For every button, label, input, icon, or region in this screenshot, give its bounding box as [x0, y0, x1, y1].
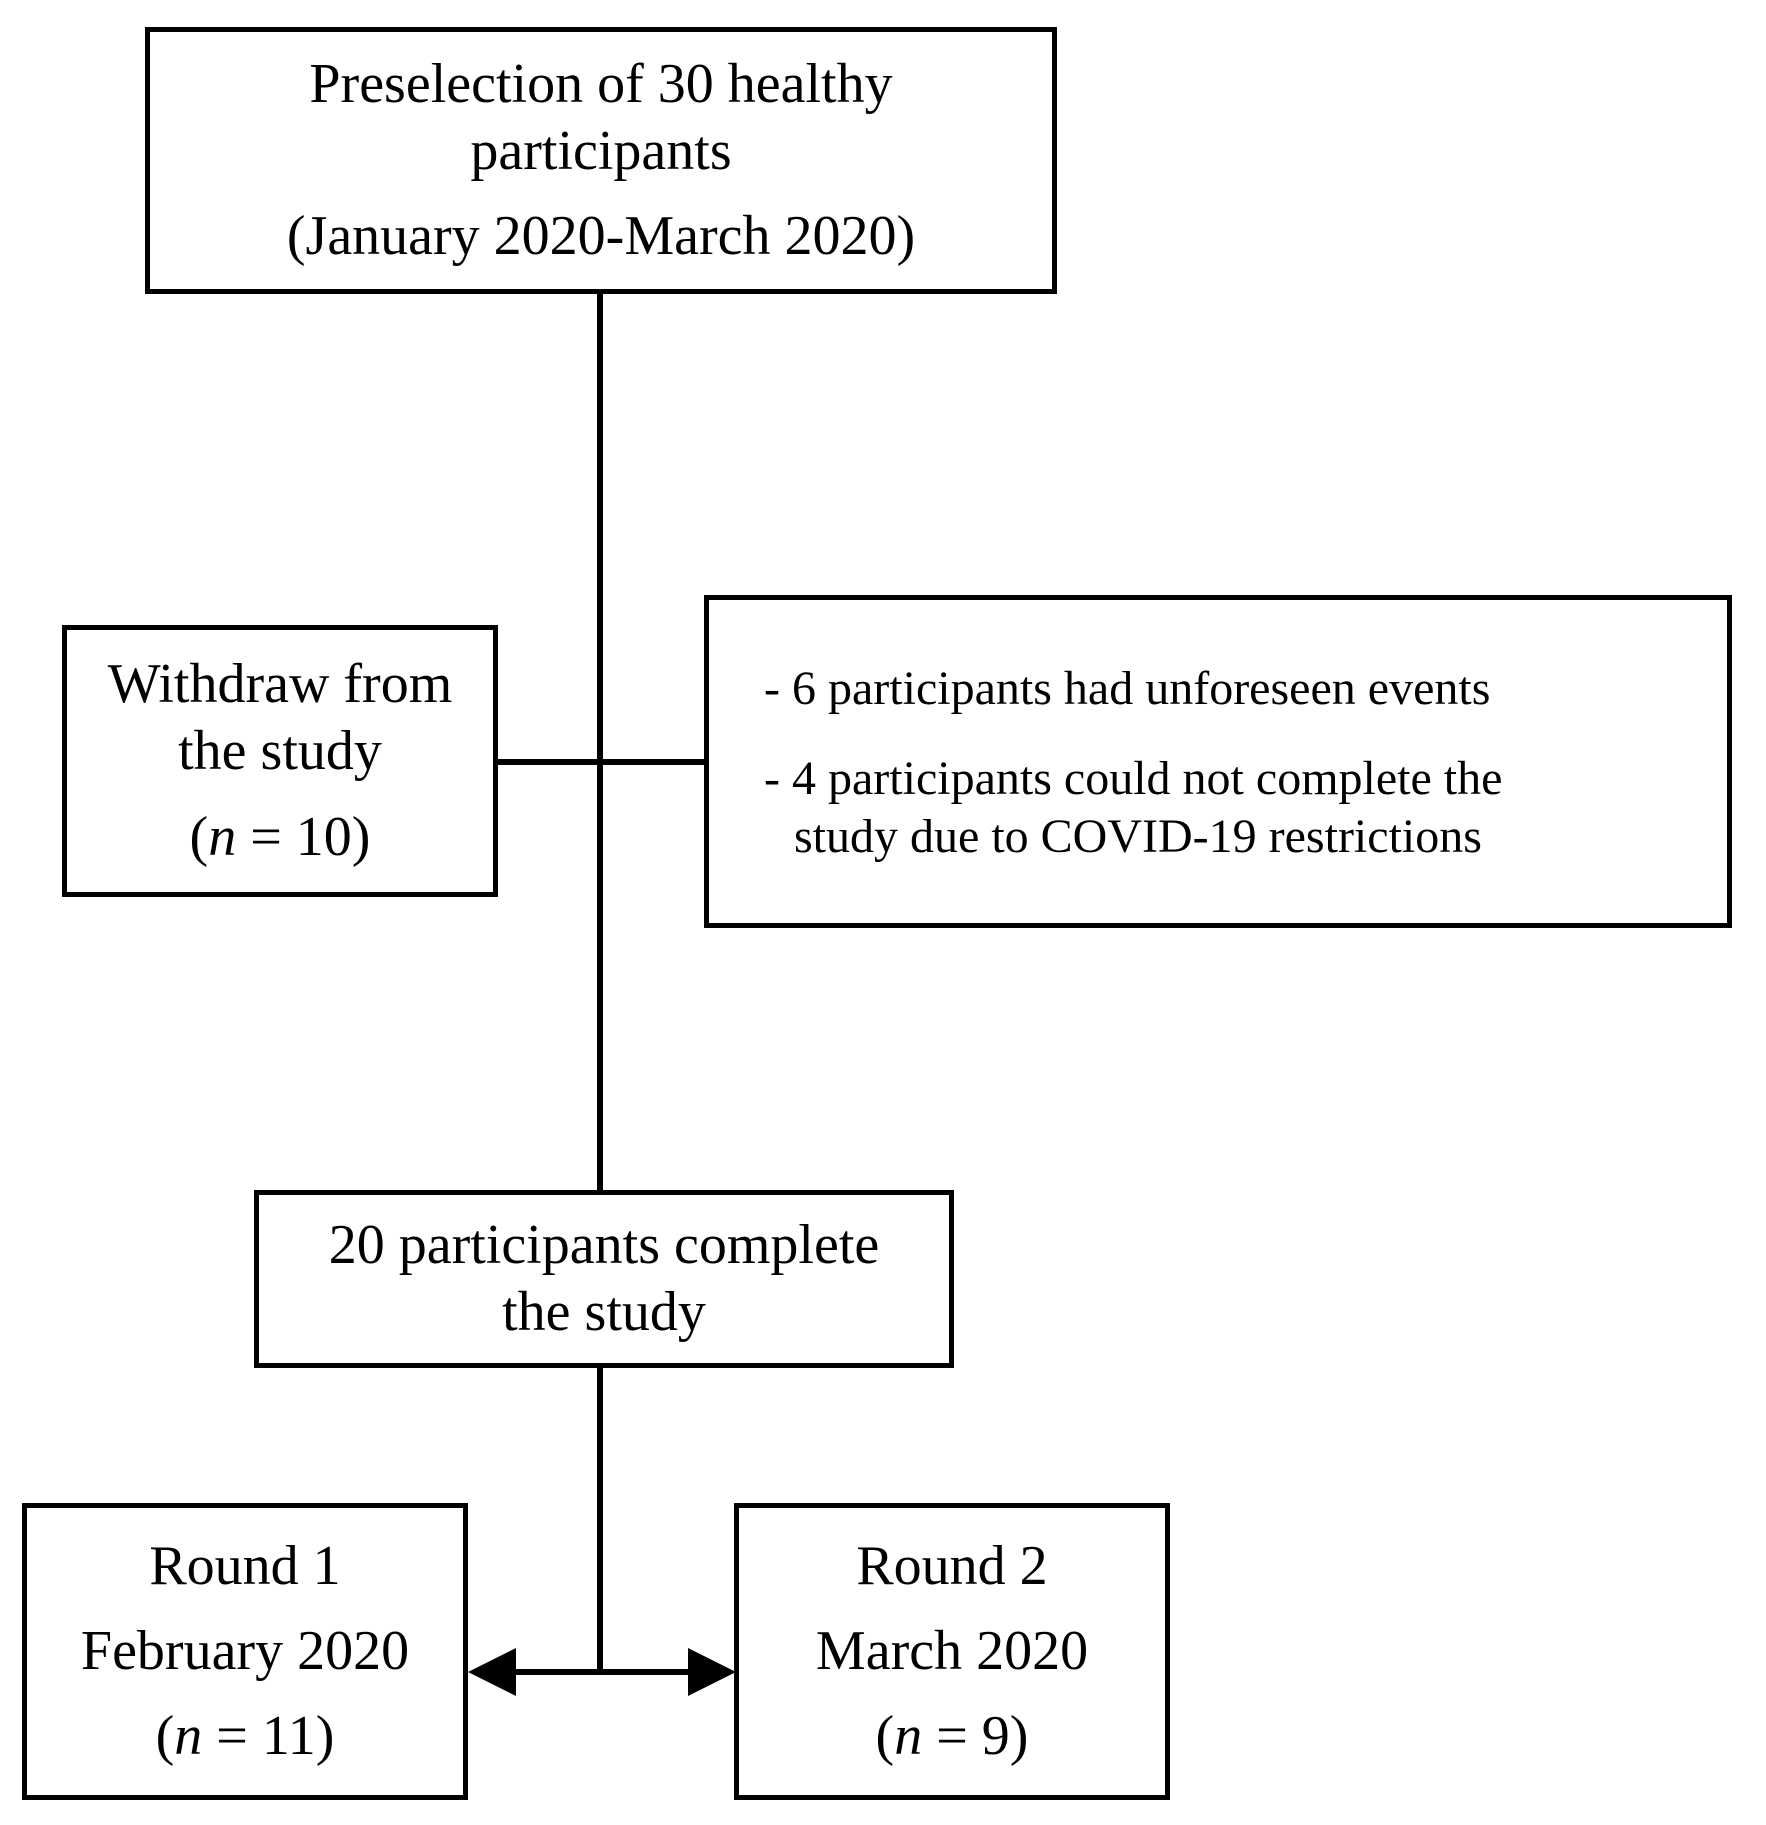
reason-item-unforeseen: - 6 participants had unforeseen events [764, 661, 1491, 715]
withdraw-n: (n = 10) [190, 804, 371, 871]
withdraw-line1: Withdraw from [107, 653, 453, 716]
preselection-line1: Preselection of 30 healthy [309, 52, 893, 115]
reasons-box: - 6 participants had unforeseen events -… [704, 595, 1732, 928]
round2-n: (n = 9) [876, 1703, 1029, 1770]
round1-date: February 2020 [80, 1619, 410, 1682]
round1-n: (n = 11) [156, 1703, 335, 1770]
reason-item-covid: - 4 participants could not complete the … [764, 750, 1502, 865]
reason-item-covid-line2: study due to COVID-19 restrictions [794, 809, 1482, 863]
round1-n-var: n [174, 1705, 203, 1768]
round1-title: Round 1 [149, 1534, 341, 1597]
completed-line2: the study [502, 1281, 706, 1343]
completed-line1: 20 participants complete [328, 1213, 880, 1276]
completed-box: 20 participants complete the study [254, 1190, 954, 1368]
preselection-line3: (January 2020-March 2020) [286, 205, 916, 268]
withdraw-line2: the study [178, 720, 382, 783]
round2-title: Round 2 [856, 1534, 1048, 1597]
reason-item-covid-line1: - 4 participants could not complete the [764, 752, 1503, 806]
round2-box: Round 2 March 2020 (n = 9) [734, 1503, 1170, 1800]
preselection-box: Preselection of 30 healthy participants … [145, 27, 1057, 294]
round1-box: Round 1 February 2020 (n = 11) [22, 1503, 468, 1800]
preselection-line2: participants [470, 119, 732, 182]
round1-n-rest: = 11) [202, 1705, 335, 1768]
round2-date: March 2020 [815, 1619, 1089, 1682]
withdraw-box: Withdraw from the study (n = 10) [62, 625, 498, 897]
withdraw-n-open: ( [189, 805, 209, 868]
round2-n-open: ( [875, 1705, 895, 1768]
round2-n-var: n [894, 1705, 923, 1768]
withdraw-n-var: n [208, 805, 237, 868]
withdraw-n-rest: = 10) [236, 805, 371, 868]
round1-n-open: ( [155, 1705, 175, 1768]
round2-n-rest: = 9) [922, 1705, 1029, 1768]
